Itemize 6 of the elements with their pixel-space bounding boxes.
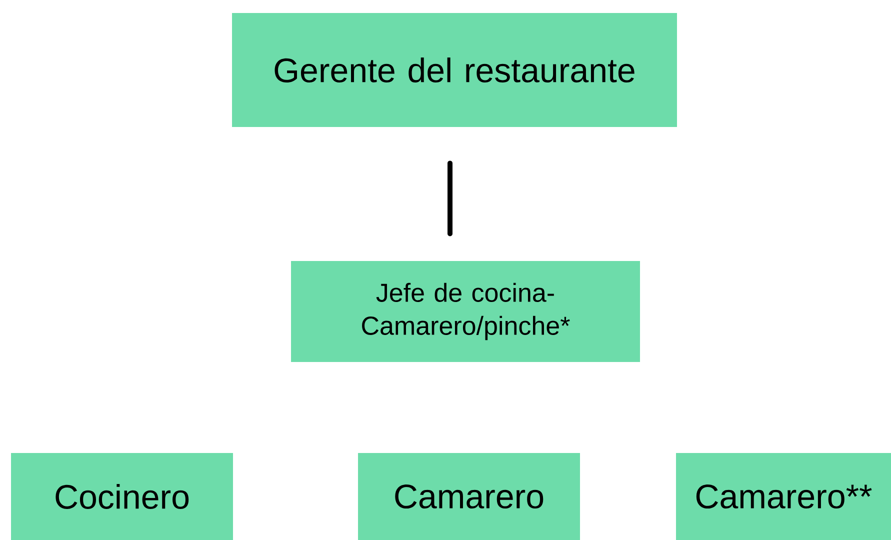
role-box: Cocinero bbox=[11, 453, 233, 540]
connector-line bbox=[448, 160, 452, 236]
role-box: Camarero** bbox=[676, 453, 891, 540]
role-box: Gerente del restaurante bbox=[232, 13, 677, 127]
role-box: Jefe de cocina- Camarero/pinche* bbox=[291, 261, 640, 362]
role-box: Camarero bbox=[358, 453, 580, 540]
